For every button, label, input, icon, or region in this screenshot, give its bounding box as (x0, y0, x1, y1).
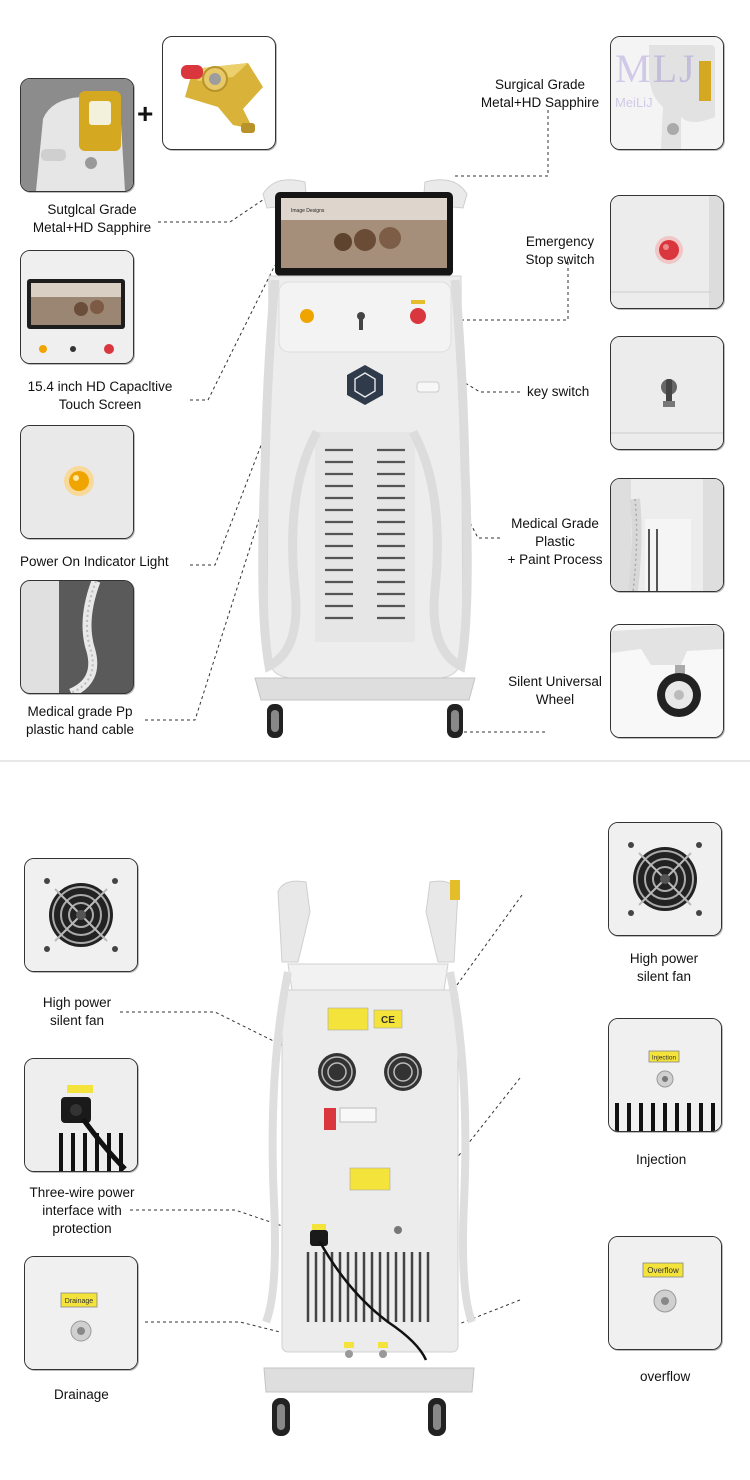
screen-title: Image Designs (291, 208, 325, 214)
label-key: key switch (527, 384, 590, 399)
label-indicator: Power On Indicator Light (20, 554, 169, 569)
injection-tag-text: Injection (652, 1055, 677, 1062)
thumb-drainage: Drainage (24, 1256, 138, 1370)
machine-back-view: CE (262, 880, 476, 1436)
machine-front-view: Image Designs (254, 179, 476, 738)
thumb-handpiece-side: MLJ MeiLiJ (610, 36, 724, 150)
thumb-gold-tip (162, 36, 276, 150)
label-injection: Injection (636, 1152, 687, 1167)
drainage-tag-text: Drainage (65, 1298, 94, 1305)
watermark-logo-sub: MeiLiJ (615, 95, 653, 110)
thumb-screen (20, 250, 134, 364)
thumb-plastic (610, 478, 724, 592)
thumb-handpiece-front (20, 78, 134, 192)
thumb-indicator (20, 425, 134, 539)
thumb-key-switch (610, 336, 724, 450)
thumb-fan-left (24, 858, 138, 972)
section-divider (0, 760, 750, 762)
thumb-emergency-stop (610, 195, 724, 309)
plus-sign: + (137, 98, 154, 129)
overflow-tag-text: Overflow (647, 1266, 679, 1275)
label-overflow: overflow (640, 1369, 691, 1384)
thumb-cable (20, 580, 134, 694)
thumb-wheel (610, 624, 724, 738)
label-drainage: Drainage (54, 1387, 109, 1402)
ce-mark: CE (381, 1015, 395, 1026)
thumb-injection: Injection (608, 1018, 722, 1132)
watermark-logo: MLJ (615, 46, 697, 91)
thumb-overflow: Overflow (608, 1236, 722, 1350)
thumb-fan-right (608, 822, 722, 936)
thumb-power (24, 1058, 138, 1172)
